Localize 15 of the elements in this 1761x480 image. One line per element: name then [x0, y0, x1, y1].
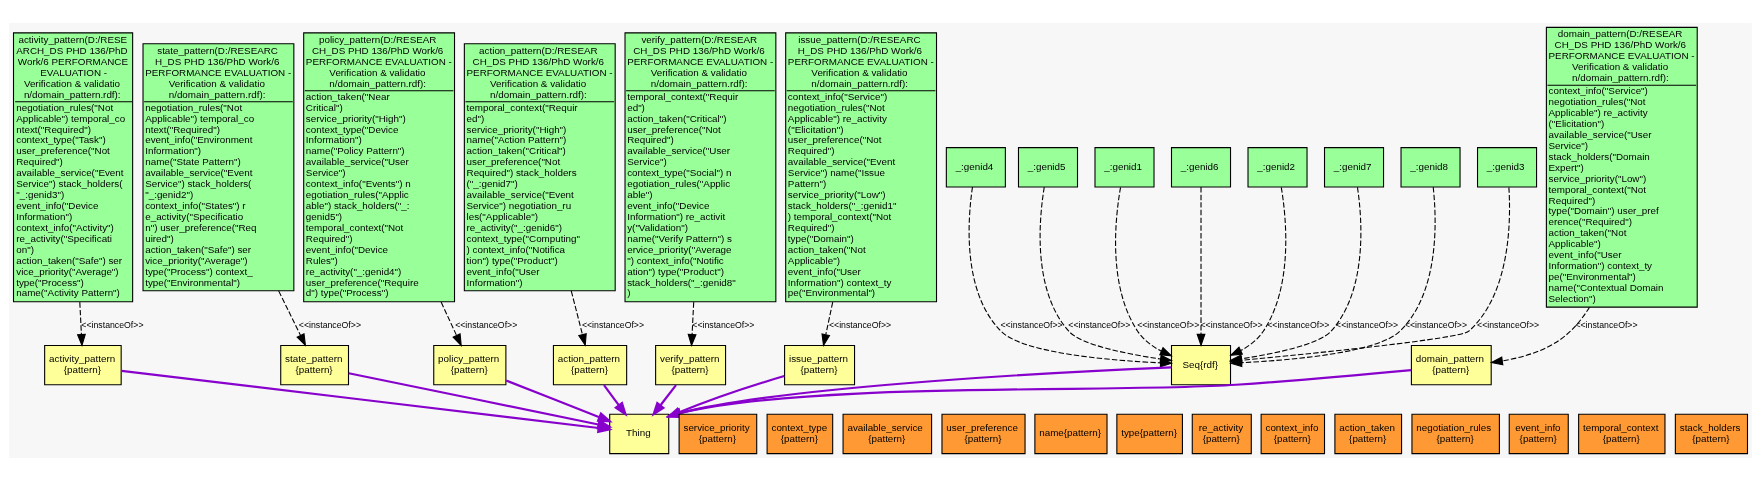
edge-label: <<instanceOf>> — [1200, 319, 1263, 330]
edge-label: <<instanceOf>> — [1575, 319, 1638, 330]
edge-label: <<instanceOf>> — [1336, 319, 1399, 330]
edge-label: <<instanceOf>> — [1477, 319, 1540, 330]
edge-label: <<instanceOf>> — [1404, 319, 1468, 330]
edge-label: <<instanceOf>> — [692, 319, 755, 330]
edge-label: <<instanceOf>> — [828, 319, 892, 330]
edge-label: <<instanceOf>> — [455, 319, 518, 330]
edge-label: <<instanceOf>> — [81, 319, 144, 330]
edge-label: <<instanceOf>> — [1068, 319, 1131, 330]
edge-label: <<instanceOf>> — [581, 319, 645, 330]
edge-label: <<instanceOf>> — [1000, 319, 1063, 330]
edge-label: <<instanceOf>> — [1137, 319, 1200, 330]
edge-label: <<instanceOf>> — [1267, 319, 1330, 330]
edge-label: <<instanceOf>> — [298, 319, 361, 330]
